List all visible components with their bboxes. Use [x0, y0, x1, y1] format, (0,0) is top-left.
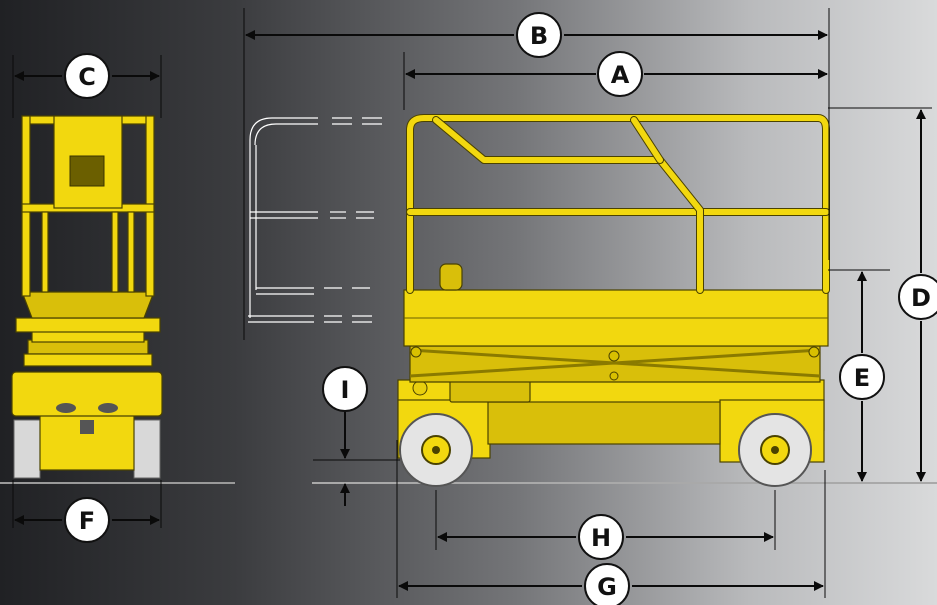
label-b-circle — [516, 12, 562, 58]
label-i-circle — [322, 366, 368, 412]
label-d-text: D — [911, 284, 931, 312]
label-b-text: B — [530, 22, 548, 50]
side-control-box — [449, 379, 531, 403]
front-base — [39, 407, 135, 471]
front-left-wheel — [13, 419, 41, 479]
label-f-text: F — [79, 507, 95, 535]
label-f-circle — [64, 497, 110, 543]
label-c: C — [64, 53, 110, 99]
label-i-text: I — [341, 376, 350, 404]
label-g: G — [584, 563, 630, 605]
label-e-circle — [839, 354, 885, 400]
label-f: F — [64, 497, 110, 543]
label-g-text: G — [597, 573, 617, 601]
side-guard-rail — [406, 114, 830, 294]
extension-deck-outline — [248, 117, 382, 323]
label-h-text: H — [591, 524, 611, 552]
label-h: H — [578, 514, 624, 560]
extension-lines — [12, 8, 932, 598]
front-right-wheel — [133, 419, 161, 479]
label-g-circle — [584, 563, 630, 605]
label-a: A — [597, 51, 643, 97]
label-e: E — [839, 354, 885, 400]
side-front-wheel — [738, 413, 812, 487]
label-a-text: A — [611, 61, 630, 89]
label-d: D — [898, 274, 937, 320]
front-chassis — [11, 371, 163, 417]
label-h-circle — [578, 514, 624, 560]
side-view-machine — [397, 114, 830, 487]
label-d-circle — [898, 274, 937, 320]
front-pothole-right — [98, 403, 118, 413]
label-c-text: C — [78, 63, 96, 91]
label-c-circle — [64, 53, 110, 99]
label-a-circle — [597, 51, 643, 97]
label-b: B — [516, 12, 562, 58]
side-rear-wheel — [399, 413, 473, 487]
label-i: I — [322, 366, 368, 412]
label-e-text: E — [854, 364, 870, 392]
dimension-lines — [14, 30, 926, 591]
front-view-machine — [11, 115, 163, 479]
front-pothole-left — [56, 403, 76, 413]
front-platform-deck — [15, 317, 161, 333]
